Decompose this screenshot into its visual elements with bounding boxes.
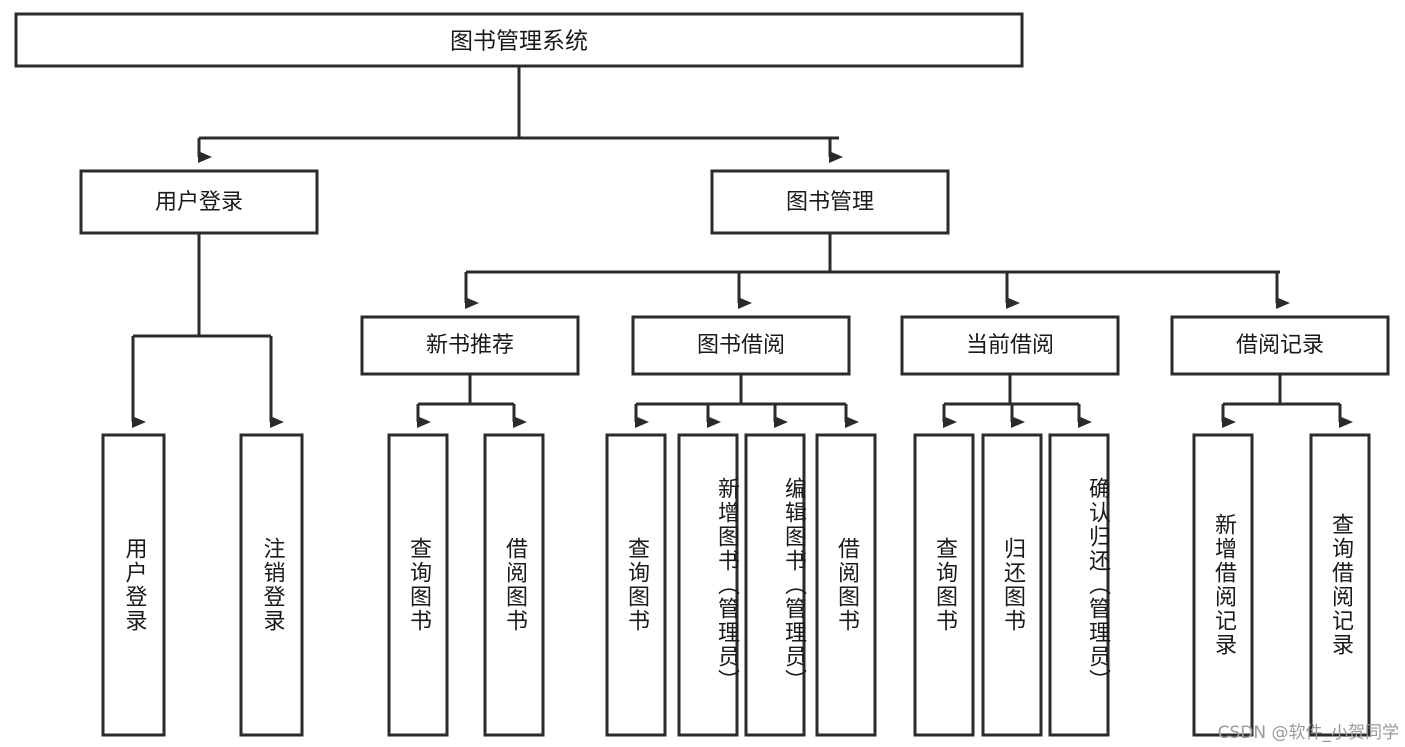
node-current-borrow-box[interactable] <box>900 315 1120 376</box>
root-node-box[interactable] <box>14 12 1024 68</box>
leaf-edit-book-box[interactable] <box>744 433 806 737</box>
leaf-query-book-2-box[interactable] <box>605 433 667 737</box>
leaf-query-book-1-box[interactable] <box>387 433 449 737</box>
node-new-book-rec-box[interactable] <box>360 315 580 376</box>
node-user-login[interactable]: 用户登录 <box>79 169 319 235</box>
root-node[interactable]: 图书管理系统 <box>14 12 1024 68</box>
node-current-borrow-label: 当前借阅 <box>966 333 1054 358</box>
node-borrow-record[interactable]: 借阅记录 <box>1170 315 1390 376</box>
node-new-book-rec[interactable]: 新书推荐 <box>360 315 580 376</box>
node-borrow-record-label: 借阅记录 <box>1236 333 1324 358</box>
node-current-borrow[interactable]: 当前借阅 <box>900 315 1120 376</box>
leaf-add-book-box[interactable] <box>677 433 739 737</box>
node-user-login-label: 用户登录 <box>155 190 243 215</box>
node-borrow-record-box[interactable] <box>1170 315 1390 376</box>
leaf-add-record-box[interactable] <box>1192 433 1254 737</box>
leaf-confirm-return-box[interactable] <box>1048 433 1110 737</box>
leaf-nodes-layer <box>101 433 1371 737</box>
leaf-return-book-box[interactable] <box>981 433 1043 737</box>
csdn-watermark: CSDN @软件_小贺同学 <box>1217 723 1399 743</box>
root-node-label: 图书管理系统 <box>450 29 588 55</box>
leaf-user-login-box[interactable] <box>101 433 166 737</box>
leaf-query-record-box[interactable] <box>1309 433 1371 737</box>
node-book-borrow-label: 图书借阅 <box>697 333 785 358</box>
node-user-login-box[interactable] <box>79 169 319 235</box>
leaf-borrow-book-1-box[interactable] <box>483 433 545 737</box>
node-book-borrow[interactable]: 图书借阅 <box>631 315 851 376</box>
node-book-manage-label: 图书管理 <box>786 190 874 215</box>
leaf-query-book-3-box[interactable] <box>913 433 975 737</box>
node-book-borrow-box[interactable] <box>631 315 851 376</box>
edges-layer <box>131 66 1353 428</box>
node-book-manage[interactable]: 图书管理 <box>710 169 950 235</box>
leaf-user-logout-box[interactable] <box>239 433 304 737</box>
node-new-book-rec-label: 新书推荐 <box>426 333 514 358</box>
node-book-manage-box[interactable] <box>710 169 950 235</box>
leaf-borrow-book-2-box[interactable] <box>815 433 877 737</box>
